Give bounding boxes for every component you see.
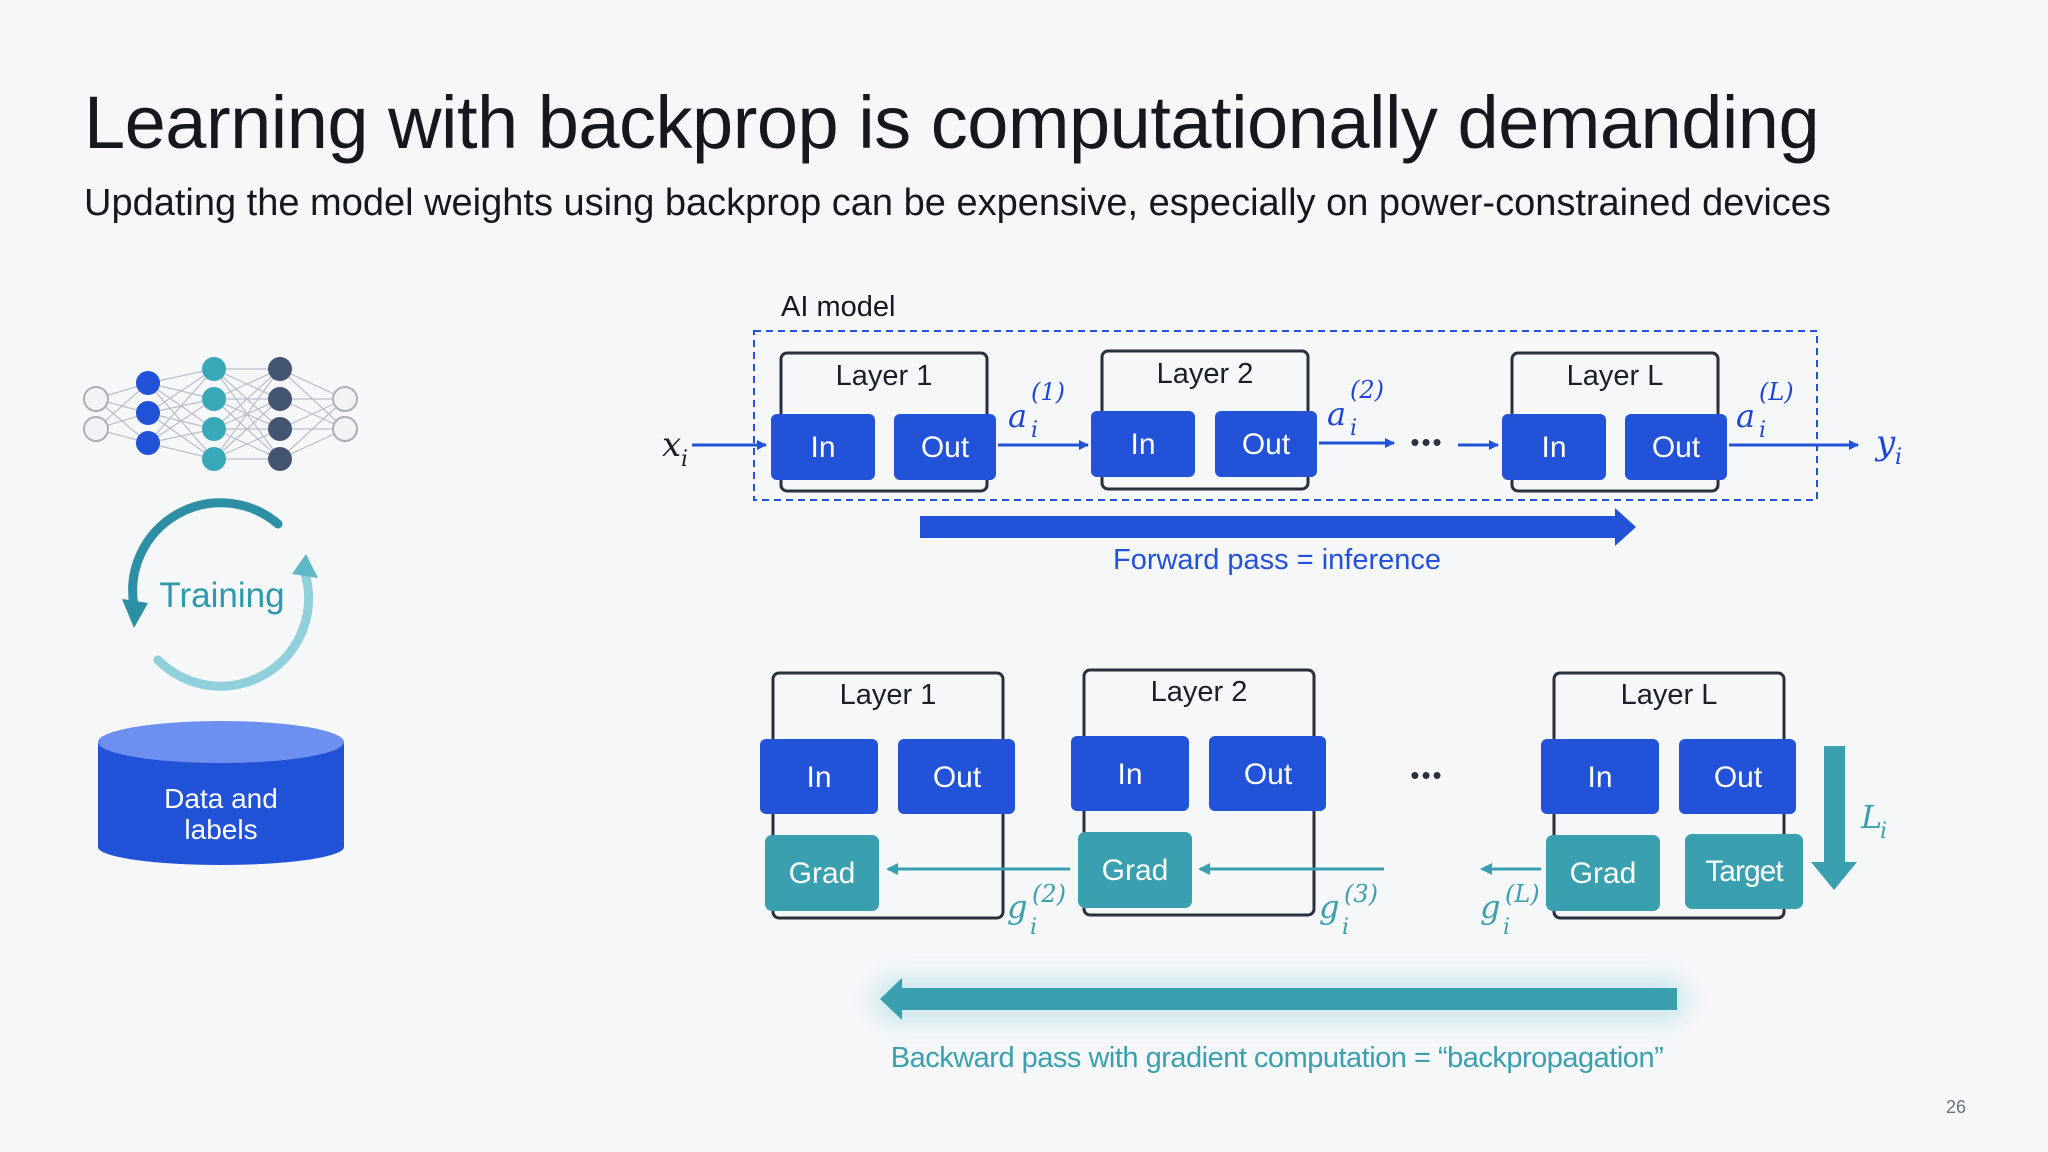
forward-layer-L-in-box [1502, 414, 1606, 480]
target-label: Target [1705, 855, 1784, 888]
database-label-line2: labels [184, 814, 257, 845]
ai-model-label: AI model [781, 291, 895, 323]
svg-text:g: g [1480, 888, 1500, 926]
backward-layer-2-boxes: In Out Grad [1071, 736, 1326, 908]
svg-text:(L): (L) [1505, 880, 1540, 908]
svg-text:(1): (1) [1031, 378, 1065, 406]
svg-text:i: i [681, 447, 688, 472]
svg-text:i: i [1350, 416, 1357, 441]
backward-layer-2-in-label: In [1117, 758, 1142, 791]
training-cycle-icon [122, 498, 318, 691]
output-symbol: y i [1874, 423, 1902, 470]
backward-layer-2-title: Layer 2 [1151, 676, 1248, 708]
backward-layer-1-title: Layer 1 [840, 679, 937, 711]
database-icon [98, 721, 344, 865]
svg-text:i: i [1880, 819, 1887, 844]
forward-pass-caption: Forward pass = inference [1113, 544, 1441, 576]
svg-text:(2): (2) [1350, 376, 1384, 404]
backward-pass-arrow [880, 978, 1677, 1020]
backward-layer-1-grad-label: Grad [789, 857, 856, 890]
loss-symbol: L i [1860, 798, 1887, 844]
backward-layer-L-out-box [1679, 739, 1796, 814]
target-box [1685, 834, 1803, 909]
training-label: Training [159, 576, 284, 615]
forward-layer-1-in-box [771, 414, 875, 480]
svg-text:L: L [1860, 798, 1882, 836]
forward-pass-arrow [920, 508, 1636, 546]
backward-layer-L-out-label: Out [1714, 761, 1763, 794]
svg-text:(3): (3) [1344, 880, 1378, 908]
slide-title: Learning with backprop is computationall… [84, 81, 1820, 164]
page-number: 26 [1946, 1097, 1967, 1117]
backward-layer-1-in-label: In [806, 761, 831, 794]
backward-layer-L-boxes: In Out Grad Target [1541, 739, 1803, 911]
backward-layer-2-out-label: Out [1244, 758, 1293, 791]
backward-layer-L-grad-label: Grad [1570, 857, 1637, 890]
forward-layer-2-boxes: In Out [1091, 411, 1317, 477]
database-label-line1: Data and [164, 783, 278, 814]
backward-layer-1-out-label: Out [933, 761, 982, 794]
svg-text:a: a [1736, 397, 1755, 435]
backward-ellipsis: ••• [1410, 760, 1443, 790]
forward-ellipsis: ••• [1410, 427, 1443, 457]
forward-layer-2-in-box [1091, 411, 1195, 477]
svg-text:a: a [1327, 395, 1346, 433]
gradient-3-symbol: g (3) i [1319, 880, 1378, 940]
forward-layer-L-title: Layer L [1567, 360, 1664, 392]
svg-text:(2): (2) [1032, 880, 1066, 908]
forward-layer-1-out-label: Out [921, 431, 970, 464]
svg-text:i: i [1895, 445, 1902, 470]
forward-layer-2-title: Layer 2 [1157, 358, 1254, 390]
svg-text:i: i [1031, 418, 1038, 443]
backward-layer-L-in-box [1541, 739, 1659, 814]
forward-layer-L-out-box [1625, 414, 1727, 480]
svg-text:i: i [1759, 418, 1766, 443]
forward-layer-1-in-label: In [810, 431, 835, 464]
svg-text:x: x [662, 425, 681, 465]
backward-layer-L-in-label: In [1587, 761, 1612, 794]
forward-layer-1-boxes: In Out [771, 414, 996, 480]
backward-layer-2-in-box [1071, 736, 1189, 811]
forward-layer-2-out-box [1215, 411, 1317, 477]
svg-text:(L): (L) [1759, 378, 1794, 406]
ai-model-frame [753, 330, 1818, 501]
backward-layer-1-in-box [760, 739, 878, 814]
activation-2-symbol: a (2) i [1327, 376, 1384, 441]
svg-text:y: y [1874, 423, 1896, 463]
backward-layer-1-grad-box [765, 835, 879, 911]
forward-layer-L-boxes: In Out [1502, 414, 1727, 480]
activation-1-symbol: a (1) i [1008, 378, 1065, 443]
backward-layer-1-boxes: In Out Grad [760, 739, 1015, 911]
forward-layer-L-in-label: In [1541, 431, 1566, 464]
svg-text:i: i [1342, 915, 1349, 940]
forward-layer-1-out-box [894, 414, 996, 480]
activation-L-symbol: a (L) i [1736, 378, 1794, 443]
backward-layer-L-grad-box [1546, 835, 1660, 911]
gradient-2-symbol: g (2) i [1007, 880, 1066, 940]
backward-layer-2-out-box [1209, 736, 1326, 811]
neural-network-icon [83, 357, 358, 471]
backward-layer-L-title: Layer L [1621, 679, 1718, 711]
gradient-L-symbol: g (L) i [1480, 880, 1540, 940]
svg-text:i: i [1503, 915, 1510, 940]
forward-layer-2-out-label: Out [1242, 428, 1291, 461]
backward-layer-2-grad-label: Grad [1102, 854, 1169, 887]
backward-layer-2-grad-box [1078, 832, 1192, 908]
svg-text:g: g [1007, 888, 1027, 926]
forward-layer-2-in-label: In [1130, 428, 1155, 461]
slide-subtitle: Updating the model weights using backpro… [84, 182, 1831, 224]
svg-text:g: g [1319, 888, 1339, 926]
forward-layer-1-title: Layer 1 [836, 360, 933, 392]
backward-pass-caption: Backward pass with gradient computation … [891, 1042, 1663, 1074]
svg-text:a: a [1008, 397, 1027, 435]
input-symbol: x i [662, 425, 688, 472]
svg-text:i: i [1030, 915, 1037, 940]
backward-layer-1-out-box [898, 739, 1015, 814]
forward-layer-L-out-label: Out [1652, 431, 1701, 464]
loss-arrow [1811, 746, 1857, 890]
